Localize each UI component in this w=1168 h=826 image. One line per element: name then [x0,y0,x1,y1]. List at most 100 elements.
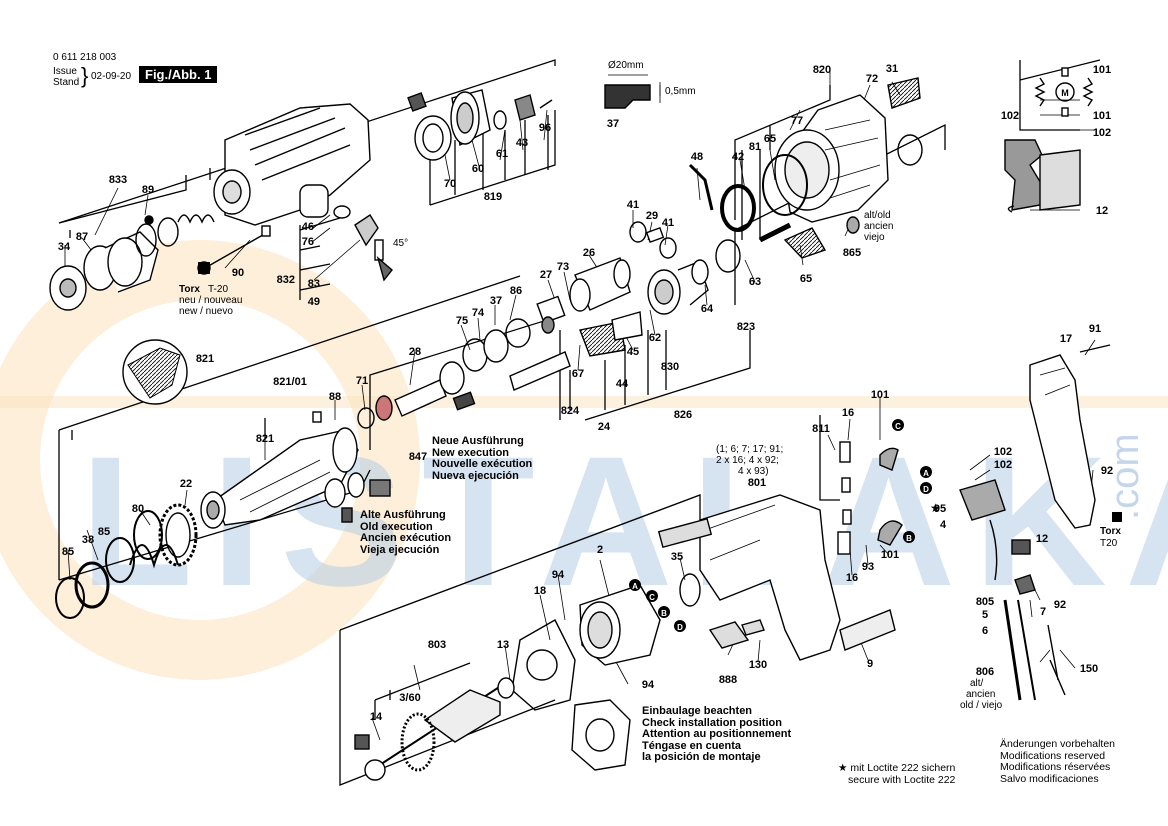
svg-text:92: 92 [1101,465,1113,477]
svg-text:821/01: 821/01 [273,376,307,388]
svg-text:29: 29 [646,210,658,222]
svg-text:71: 71 [356,375,368,387]
brace: } [81,63,89,88]
brush-holders-811 [837,441,903,555]
svg-text:43: 43 [516,137,528,149]
svg-text:865: 865 [843,247,861,259]
watermark-dotcom: .com [1103,433,1147,520]
gear-830 [647,216,860,315]
svg-text:64: 64 [701,303,714,315]
svg-text:Torx: Torx [1100,526,1121,537]
stand-label: Stand [53,77,80,88]
svg-text:80: 80 [132,503,144,515]
svg-text:26: 26 [583,247,595,259]
svg-text:92: 92 [1054,599,1066,611]
svg-text:67: 67 [572,368,584,380]
svg-text:9: 9 [867,658,873,670]
svg-text:88: 88 [329,391,341,403]
svg-text:101: 101 [1093,110,1111,122]
svg-text:101: 101 [1093,64,1111,76]
svg-text:T-20: T-20 [208,284,228,295]
svg-text:72: 72 [866,73,878,85]
svg-text:63: 63 [749,276,761,288]
svg-text:65: 65 [764,133,776,145]
svg-text:847: 847 [409,451,427,463]
svg-text:B: B [906,534,912,543]
svg-text:833: 833 [109,174,127,186]
svg-text:803: 803 [428,639,446,651]
svg-text:0,5mm: 0,5mm [665,86,696,97]
svg-text:14: 14 [370,711,383,723]
rings-42-81 [688,154,808,232]
svg-text:94: 94 [552,569,565,581]
armature-14 [354,677,515,781]
svg-text:87: 87 [76,231,88,243]
svg-text:★: ★ [930,501,941,515]
svg-text:62: 62 [649,332,661,344]
svg-text:alt/old: alt/old [864,210,891,221]
svg-text:826: 826 [674,409,692,421]
svg-text:130: 130 [749,659,767,671]
svg-text:81: 81 [749,141,761,153]
svg-text:806: 806 [976,666,994,678]
svg-text:17: 17 [1060,333,1072,345]
svg-text:A: A [632,582,638,591]
svg-text:821: 821 [256,433,274,445]
svg-text:Torx: Torx [179,284,200,295]
svg-text:Ø20mm: Ø20mm [608,60,644,71]
svg-text:73: 73 [557,261,569,273]
motor-housing-820 [774,77,923,223]
svg-text:805: 805 [976,596,994,608]
svg-text:60: 60 [472,163,484,175]
svg-text:830: 830 [661,361,679,373]
svg-text:888: 888 [719,674,737,686]
svg-text:18: 18 [534,585,546,597]
svg-text:832: 832 [277,274,295,286]
installation-gasket [571,699,631,771]
svg-text:824: 824 [561,405,580,417]
svg-text:44: 44 [616,378,629,390]
svg-text:34: 34 [58,241,71,253]
spring-gear-parts [55,503,198,619]
svg-text:819: 819 [484,191,502,203]
svg-text:3/60: 3/60 [399,692,420,704]
issue-date: 02-09-20 [91,71,132,82]
svg-text:41: 41 [662,217,674,229]
svg-text:4: 4 [940,519,947,531]
svg-text:45: 45 [627,346,639,358]
svg-text:new / nuevo: new / nuevo [179,306,233,317]
svg-text:C: C [895,422,901,431]
svg-text:13: 13 [497,639,509,651]
svg-text:85: 85 [98,526,110,538]
svg-text:12: 12 [1036,533,1048,545]
loctite-note: ★ mit Loctite 222 sichern secure with Lo… [838,762,956,786]
svg-text:M: M [1061,88,1069,98]
svg-text:823: 823 [737,321,755,333]
svg-text:91: 91 [1089,323,1101,335]
svg-text:B: B [661,609,667,618]
svg-text:74: 74 [472,307,485,319]
handle-801 [657,494,896,661]
labels-888-130-9 [708,619,765,649]
svg-text:37: 37 [607,118,619,130]
issue-label: Issue [53,66,77,77]
air-guide-18 [511,619,576,711]
svg-text:7: 7 [1040,606,1046,618]
svg-text:ancien: ancien [864,221,893,232]
gear-housing-part [213,103,371,226]
barrel-821 [200,427,359,529]
tool-holder-part [49,214,215,311]
svg-text:41: 41 [627,199,639,211]
svg-text:70: 70 [444,178,456,190]
svg-text:83: 83 [308,278,320,290]
svg-text:6: 6 [982,625,988,637]
svg-text:93: 93 [862,561,874,573]
svg-text:102: 102 [994,459,1012,471]
svg-text:150: 150 [1080,663,1098,675]
doc-number: 0 611 218 003 [53,52,117,63]
svg-text:821: 821 [196,353,214,365]
